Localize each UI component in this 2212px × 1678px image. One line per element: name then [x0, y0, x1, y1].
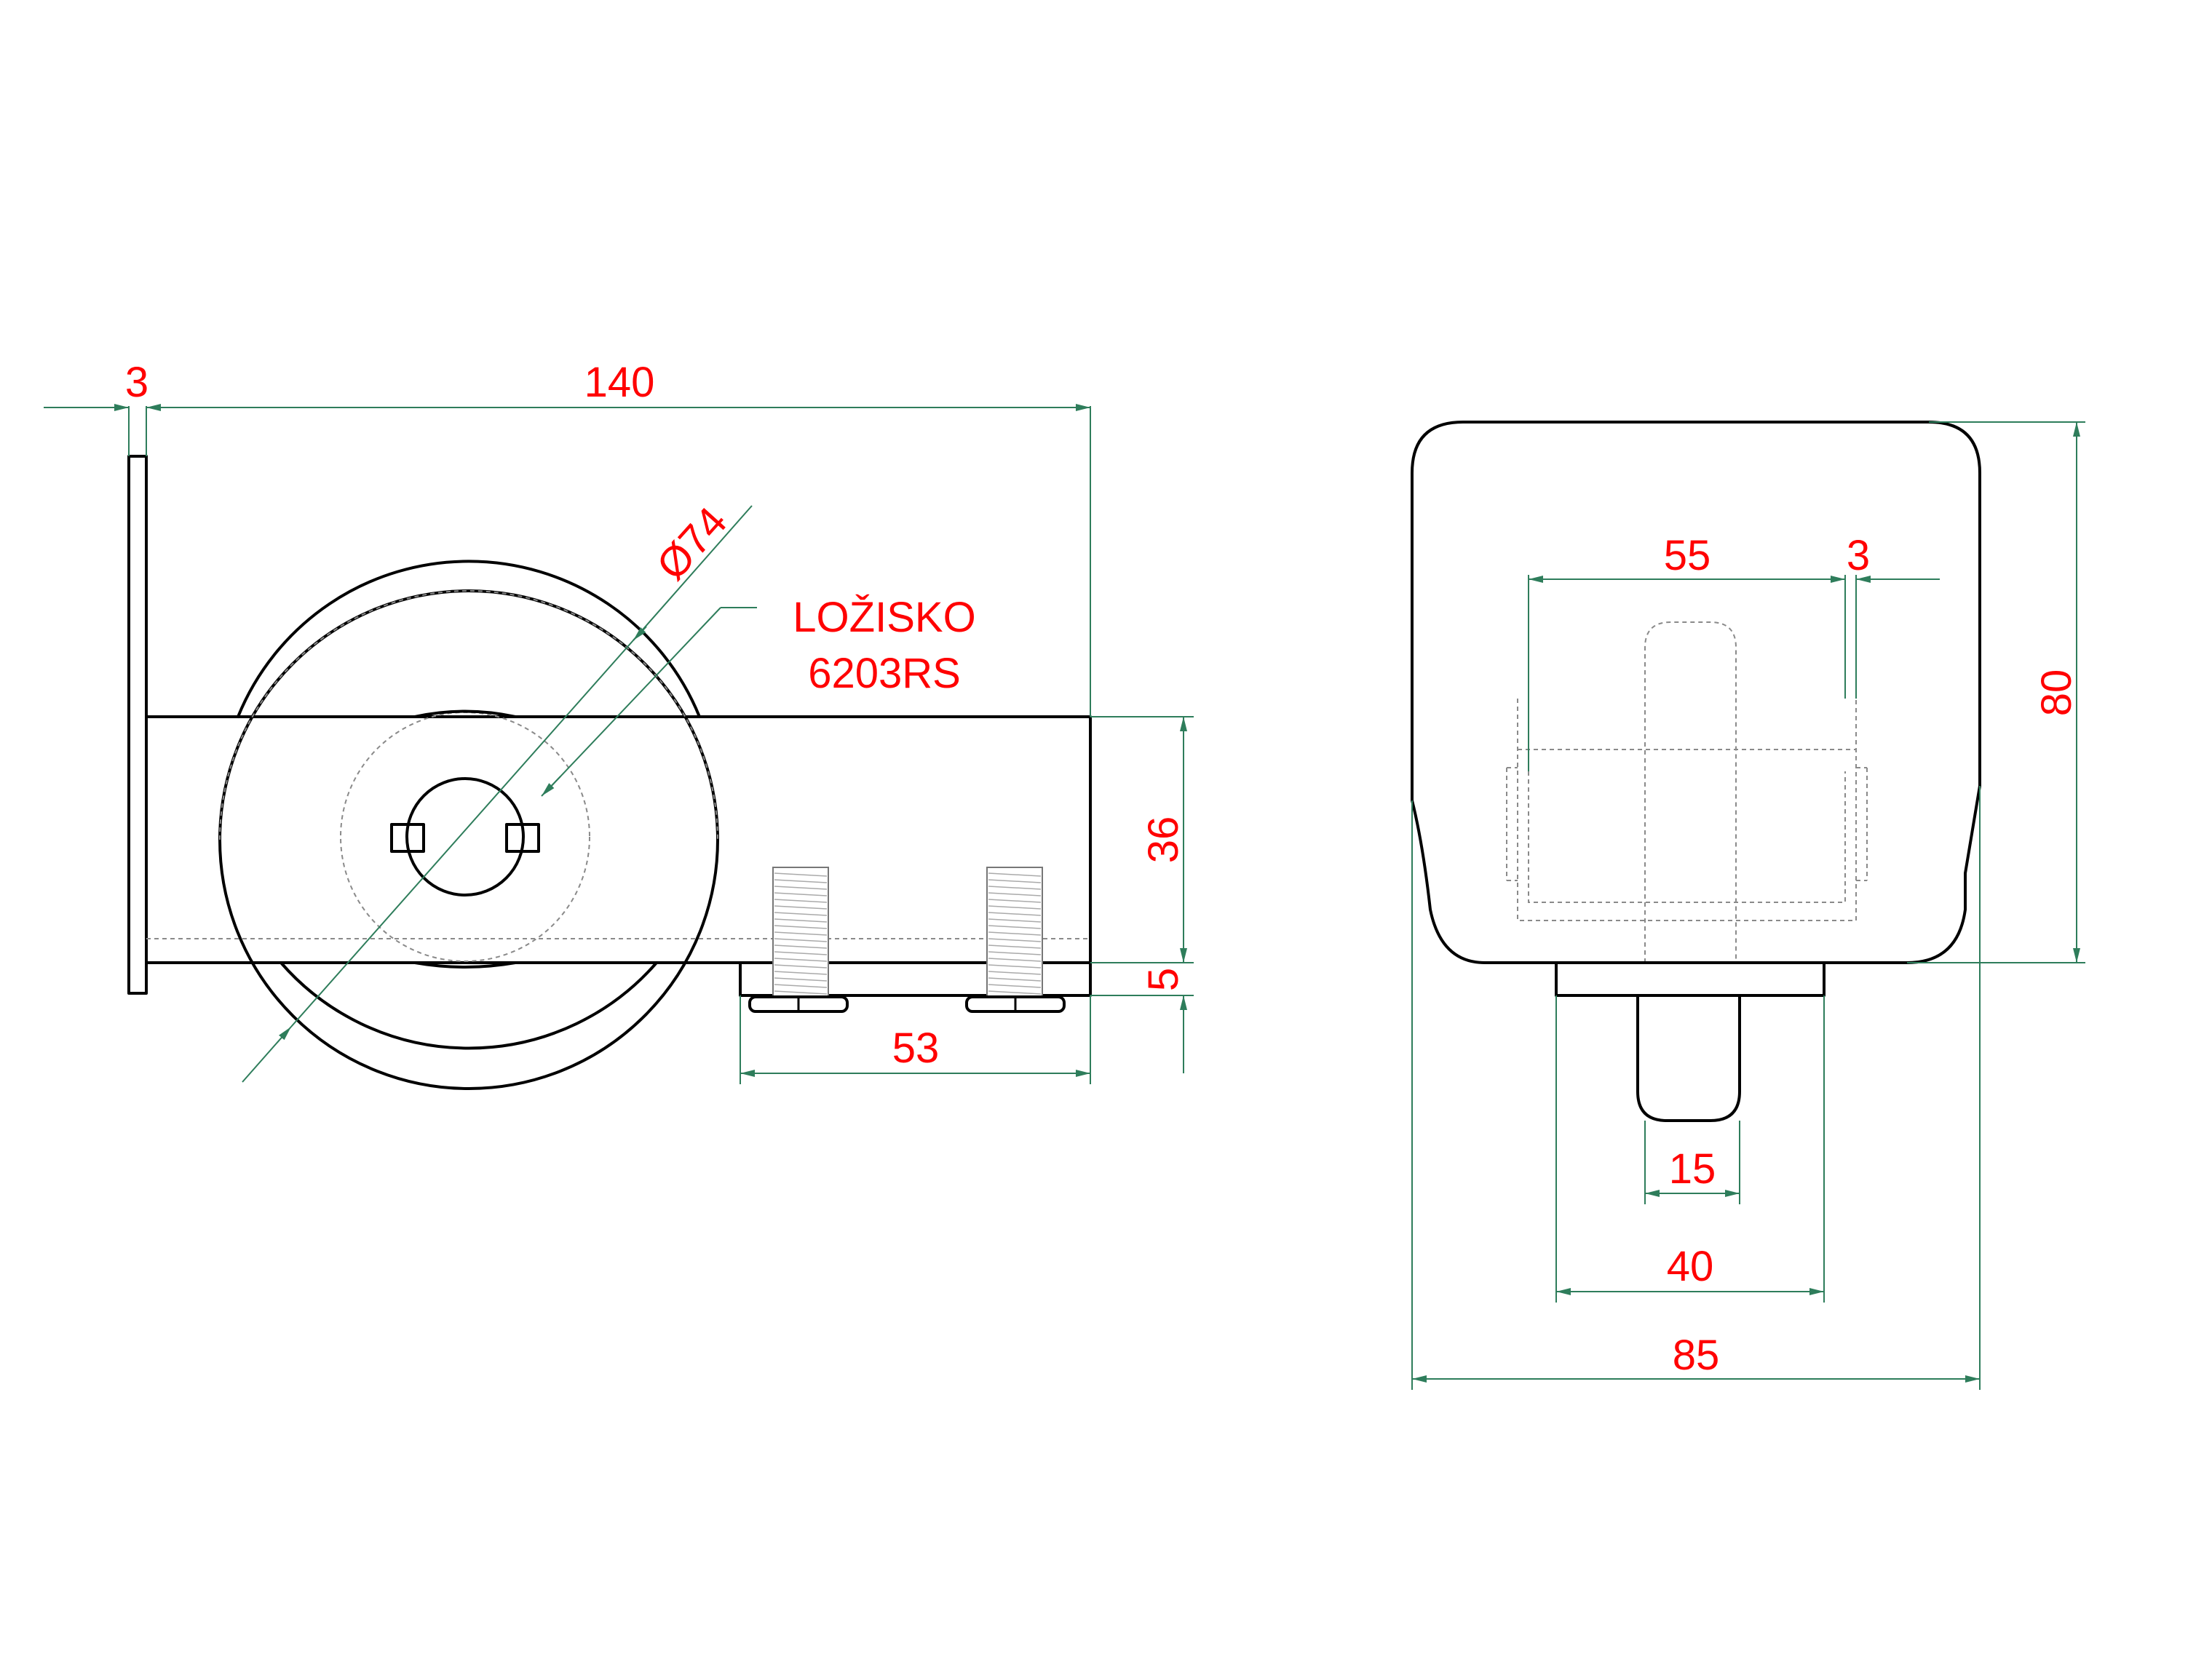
bolt-thread-line — [774, 905, 828, 910]
bolt-thread-line — [988, 958, 1042, 962]
bolt-thread-line — [774, 958, 828, 962]
dim-total-length: 140 — [584, 359, 655, 406]
bolt-thread-line — [774, 892, 828, 896]
bolt-thread-line — [774, 984, 828, 988]
dim-total-height: 80 — [2033, 669, 2080, 717]
bolt-thread-line — [988, 951, 1042, 955]
front-base-plate — [1555, 961, 1826, 997]
bolt-thread-line — [774, 977, 828, 982]
inner-channel-hidden-2 — [1528, 771, 1846, 903]
bolt-thread-line — [774, 938, 828, 942]
bolt-thread-line — [988, 931, 1042, 936]
wheel-lower-arc — [280, 961, 658, 1050]
axle-key-right — [505, 823, 540, 853]
bolt-thread-line — [988, 964, 1042, 969]
bolt-thread-line — [988, 990, 1042, 995]
bolt-thread-line — [988, 945, 1042, 949]
stem-hidden — [1644, 621, 1737, 963]
bolt-thread-line — [774, 872, 828, 877]
dim-base-height: 5 — [1140, 968, 1187, 991]
housing-outline — [1411, 421, 1981, 964]
axle-hole — [405, 777, 525, 896]
base-plate — [739, 961, 1092, 997]
bearing-label-line2: 6203RS — [808, 650, 961, 697]
wheel-upper-arc — [237, 560, 701, 718]
bolt-thread-line — [988, 977, 1042, 982]
dim-inner-width: 55 — [1664, 532, 1711, 579]
dim-wall-thickness: 3 — [1847, 532, 1870, 579]
bolt-thread-line — [988, 892, 1042, 896]
bolt-thread-line — [774, 886, 828, 890]
bolt-thread-line — [988, 872, 1042, 877]
bolt-thread-line — [774, 990, 828, 995]
bolt-thread-line — [774, 931, 828, 936]
bolt-thread-line — [774, 925, 828, 929]
bolt-thread-line — [988, 899, 1042, 903]
side-view: 3 140 Ø74 LOŽISKO 6203RS 36 5 53 — [44, 359, 1194, 1090]
bolt-thread-line — [988, 912, 1042, 916]
bolt-thread-line — [988, 886, 1042, 890]
bolt-thread-line — [774, 945, 828, 949]
bolt-thread-line — [774, 964, 828, 969]
bolt-thread-line — [774, 971, 828, 975]
bracket-body — [145, 715, 1092, 964]
dim-body-height: 36 — [1140, 816, 1187, 864]
front-stem — [1636, 994, 1741, 1122]
bolt-thread-line — [988, 971, 1042, 975]
bolt-right — [965, 867, 1066, 1013]
bolt-thread-line — [988, 918, 1042, 923]
wheel-hidden-edge — [219, 590, 718, 840]
dim-plate-thickness: 3 — [125, 359, 148, 406]
wheel-outline — [218, 589, 719, 1090]
bolt-thread-line — [774, 879, 828, 883]
dim-total-width: 85 — [1673, 1332, 1720, 1379]
dim-stem-width: 15 — [1669, 1145, 1716, 1193]
dim-base-width: 40 — [1667, 1243, 1714, 1290]
dim-bolt-spacing: 53 — [892, 1025, 940, 1072]
front-view: 55 3 80 15 40 85 — [1411, 421, 2085, 1390]
bolt-thread-line — [988, 879, 1042, 883]
inner-channel-hidden — [1517, 699, 1857, 921]
hub-bottom-mark — [413, 961, 517, 969]
bolt-thread-line — [988, 938, 1042, 942]
bolt-thread-line — [774, 951, 828, 955]
bolt-thread-line — [774, 899, 828, 903]
axle-key-left — [390, 823, 425, 853]
hub-top-mark — [413, 709, 517, 718]
bolt-thread-line — [774, 918, 828, 923]
bolt-left — [748, 867, 849, 1013]
bolt-thread-line — [774, 912, 828, 916]
bolt-thread-line — [988, 905, 1042, 910]
bolt-thread-line — [988, 925, 1042, 929]
mounting-plate — [127, 455, 148, 995]
dim-wheel-diameter: Ø74 — [648, 498, 737, 589]
bearing-label-line1: LOŽISKO — [793, 594, 975, 641]
bolt-thread-line — [988, 984, 1042, 988]
